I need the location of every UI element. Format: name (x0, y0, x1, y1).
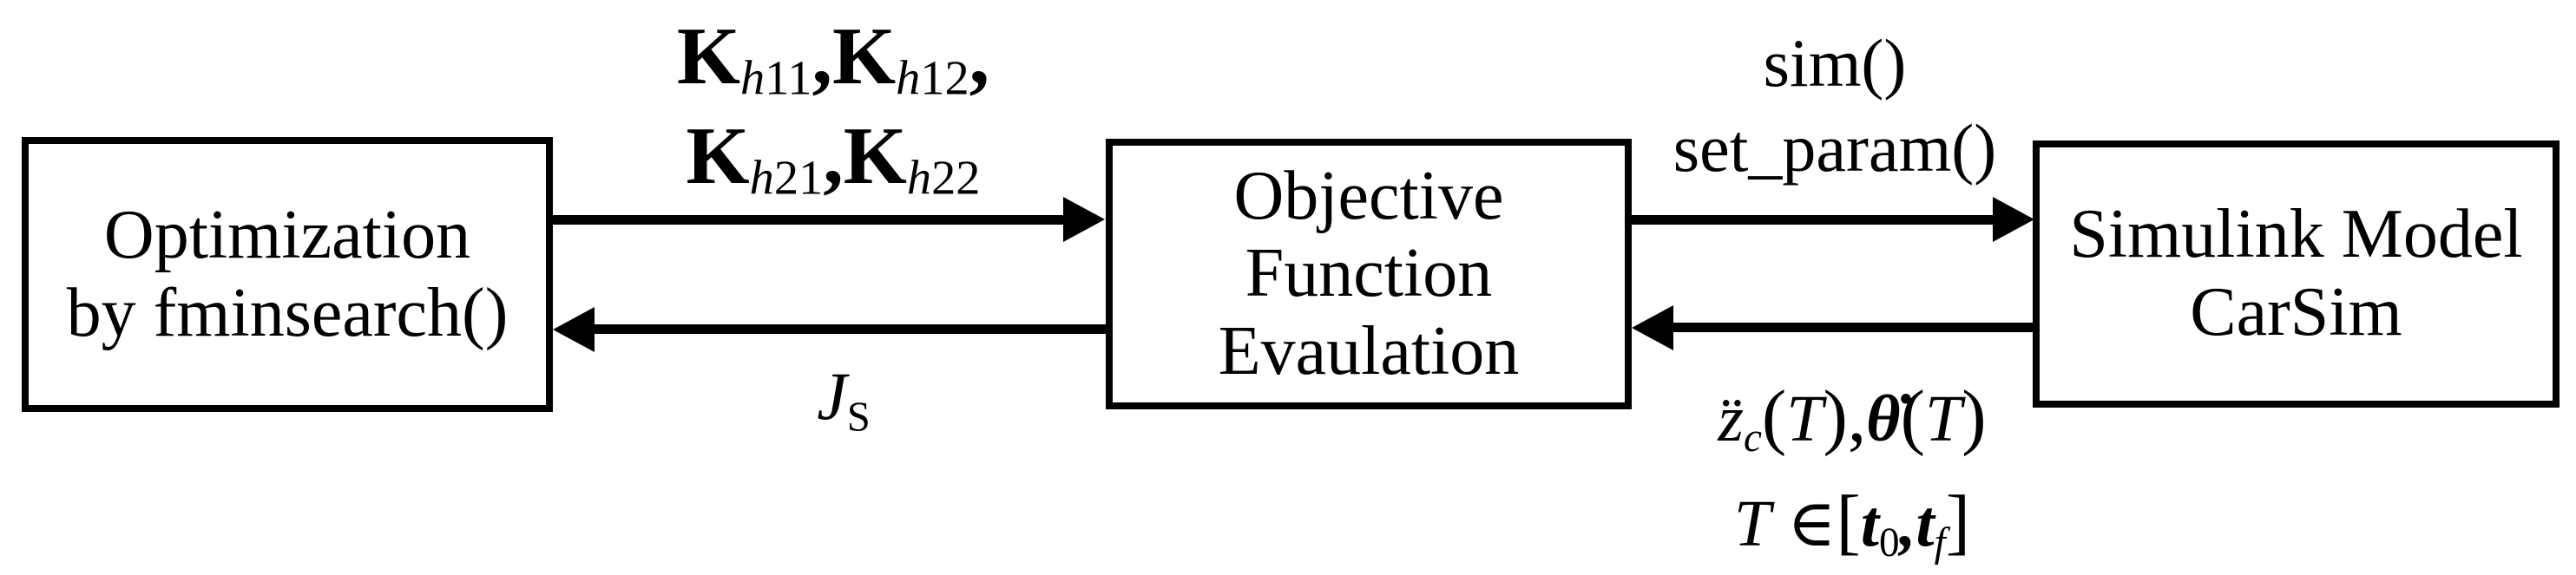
comma: , (1899, 487, 1916, 560)
comma: , (812, 11, 832, 101)
paren: ( (1900, 376, 1925, 457)
arrow-cost-shaft (593, 324, 1109, 334)
paren: ( (1761, 376, 1787, 457)
arrow-outputs-head-icon (1632, 305, 1673, 350)
t0-subscript: 0 (1878, 519, 1900, 565)
gain-k21-base: K (686, 110, 750, 201)
comma: , (969, 11, 990, 101)
time-var: T (1733, 487, 1771, 560)
cost-symbol: J (817, 358, 847, 434)
simulink-box-line2: CarSim (2190, 274, 2402, 350)
bracket: ] (1945, 480, 1971, 562)
t0-symbol: t (1860, 487, 1879, 560)
objective-box-line2: Function (1245, 235, 1493, 312)
cost-label: JS (817, 357, 871, 438)
calls-label: sim() set_param() (1673, 21, 1996, 192)
objective-box-line1: Objective (1233, 157, 1504, 234)
arrow-calls-shaft (1628, 215, 1993, 225)
arrow-calls-head-icon (1993, 197, 2034, 242)
comma: , (823, 110, 844, 201)
element-of-symbol: ∈ (1787, 487, 1837, 560)
gain-k12-base: K (831, 11, 897, 101)
gain-k21-subscript: h21 (749, 151, 824, 206)
gains-label-line2: Kh21,Kh22 (677, 107, 989, 206)
arrow-gains-head-icon (1063, 197, 1105, 242)
gain-k22-base: K (843, 110, 907, 201)
time-var: T (1924, 382, 1962, 455)
optimization-box: Optimization by fminsearch() (22, 137, 553, 412)
gain-k11-subscript: h11 (739, 51, 812, 106)
gain-k22-subscript: h22 (906, 151, 981, 206)
optimization-box-line1: Optimization (103, 196, 471, 273)
simulink-box: Simulink Model CarSim (2033, 140, 2560, 408)
time-var: T (1786, 382, 1824, 455)
gains-label: Kh11,Kh12, Kh21,Kh22 (677, 7, 989, 206)
gain-k11-base: K (676, 11, 740, 101)
paren: ) (1962, 376, 1987, 457)
gain-k12-subscript: h12 (896, 51, 969, 106)
outputs-label: z̈c(T),θ̇(T) T ∈[t0,tf] (1718, 364, 1986, 574)
calls-label-line2: set_param() (1672, 110, 1997, 186)
outputs-label-line1: z̈c(T),θ̇(T) (1718, 364, 1986, 469)
calls-label-line1: sim() (1763, 25, 1907, 101)
arrow-cost-head-icon (553, 307, 595, 352)
outputs-label-line2: T ∈[t0,tf] (1718, 469, 1986, 574)
gains-label-line1: Kh11,Kh12, (677, 7, 989, 107)
simulink-box-line1: Simulink Model (2069, 196, 2523, 273)
paren: ), (1823, 376, 1867, 457)
z-ddot-symbol: z̈ (1718, 382, 1744, 455)
arrow-gains-shaft (553, 215, 1065, 225)
tf-symbol: t (1916, 487, 1935, 560)
objective-box-line3: Evaulation (1218, 312, 1520, 389)
arrow-outputs-shaft (1672, 323, 2040, 332)
cost-subscript: S (846, 394, 871, 441)
objective-function-box: Objective Function Evaulation (1106, 139, 1632, 409)
optimization-box-line2: by fminsearch() (66, 274, 509, 351)
theta-dot-symbol: θ̇ (1866, 382, 1901, 455)
tf-subscript: f (1934, 519, 1946, 565)
z-subscript: c (1743, 415, 1762, 461)
bracket: [ (1836, 480, 1861, 562)
